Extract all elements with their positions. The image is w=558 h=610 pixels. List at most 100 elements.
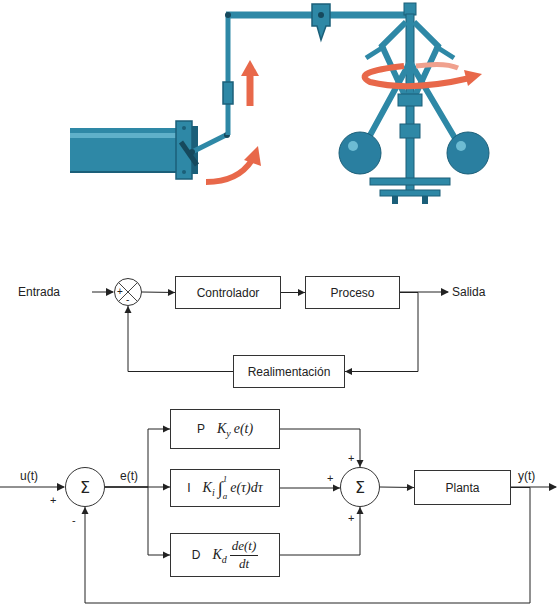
node-text: y	[226, 428, 230, 439]
connector-line	[105, 487, 170, 555]
pivot	[225, 12, 231, 18]
arrowhead	[345, 368, 352, 375]
node-text: e(t)	[234, 421, 253, 437]
arrowhead	[163, 484, 170, 491]
rod	[226, 15, 231, 135]
governor-cap	[404, 3, 416, 15]
feedback-box: Realimentación	[233, 355, 345, 388]
pipe-highlight	[70, 133, 178, 138]
input-wire	[0, 487, 64, 488]
node-text: e(τ)dτ	[230, 480, 263, 496]
signal-name: e(t)	[120, 470, 138, 482]
bolt	[182, 170, 186, 174]
derivative-box: DKdde(t)dt	[170, 533, 280, 577]
node-text: 1	[223, 475, 228, 484]
arrowhead	[82, 507, 89, 514]
node-text: Σ	[80, 478, 90, 497]
connector-line	[280, 429, 360, 467]
arrowhead	[125, 306, 132, 313]
pivot	[318, 12, 324, 18]
process-box: Proceso	[305, 276, 400, 309]
sign: +	[50, 495, 56, 506]
fulcrum	[312, 4, 330, 40]
signal-name: y(t)	[518, 470, 535, 482]
node-text: +	[117, 287, 123, 297]
summing-junction: +-	[114, 278, 142, 306]
node-text: K	[212, 547, 221, 563]
arrowhead	[333, 485, 340, 492]
foot	[392, 196, 398, 204]
motion-arrow	[241, 60, 259, 76]
flyball-highlight	[348, 141, 358, 151]
node-text: ∫	[218, 478, 223, 499]
motion-arrow	[206, 160, 252, 182]
signal-connector	[142, 289, 175, 296]
node-text: P	[197, 422, 205, 436]
sign: +	[348, 453, 354, 464]
linkage-stub	[366, 46, 454, 58]
input-wire	[92, 292, 113, 293]
throttle-valve	[181, 142, 197, 165]
motion-arrow	[244, 146, 261, 166]
base	[380, 190, 440, 196]
connector-line	[280, 507, 360, 555]
collar	[400, 124, 420, 138]
summing-junction: Σ	[340, 467, 380, 507]
node-text: Controlador	[197, 286, 260, 300]
arrowhead	[407, 484, 414, 491]
signal-connector	[280, 507, 364, 555]
connector-line	[280, 488, 340, 489]
node-text: I	[187, 481, 190, 495]
arrowhead	[357, 460, 364, 467]
ball-arm	[362, 62, 462, 150]
input-label: Entrada	[18, 286, 60, 298]
arrowhead	[163, 552, 170, 559]
node-text: d	[222, 554, 227, 565]
signal-connector	[105, 487, 170, 559]
node-text: -	[126, 295, 129, 305]
turnbuckle	[223, 82, 233, 104]
node-text: dt	[237, 556, 251, 571]
node-text: K	[203, 480, 212, 496]
sign: +	[327, 473, 333, 484]
motion-arrow	[247, 74, 254, 106]
flyball	[447, 132, 489, 174]
pipe-edge	[70, 171, 178, 173]
formula: PKy e(t)	[197, 421, 253, 437]
formula: DKdde(t)dt	[192, 539, 259, 571]
node-text: Planta	[445, 481, 479, 495]
controller-box: Controlador	[175, 276, 281, 309]
arrowhead	[168, 289, 175, 296]
limits: 1a	[223, 475, 228, 501]
node-text: D	[192, 548, 201, 562]
flyball	[339, 132, 381, 174]
summing-junction: Σ	[65, 467, 105, 507]
signal-connector	[380, 484, 414, 491]
node-text: Σ	[355, 478, 365, 497]
foot	[422, 196, 428, 204]
pipe	[70, 128, 178, 172]
signal-connector	[125, 306, 234, 372]
fraction: de(t)dt	[230, 539, 259, 571]
sign: +	[348, 513, 354, 524]
arrowhead	[163, 426, 170, 433]
node-text: Realimentación	[248, 365, 331, 379]
base-plate	[370, 178, 450, 185]
node-text: K	[217, 421, 226, 437]
node-text: a	[223, 492, 228, 501]
arrowhead	[298, 289, 305, 296]
node-text: Proceso	[330, 286, 374, 300]
signal-connector	[280, 429, 364, 467]
rotation-arrow-back	[416, 64, 458, 68]
connector-line	[105, 429, 170, 487]
proportional-box: PKy e(t)	[170, 409, 280, 449]
flyball-highlight	[456, 141, 466, 151]
sleeve	[398, 94, 422, 106]
signal-connector	[280, 485, 340, 492]
pivot	[189, 149, 195, 155]
valve-lever	[192, 135, 226, 152]
sign: -	[72, 515, 76, 526]
integral-box: IKi∫1ae(τ)dτ	[170, 469, 280, 507]
node-text: i	[212, 487, 215, 498]
rotation-arrow	[464, 70, 482, 86]
